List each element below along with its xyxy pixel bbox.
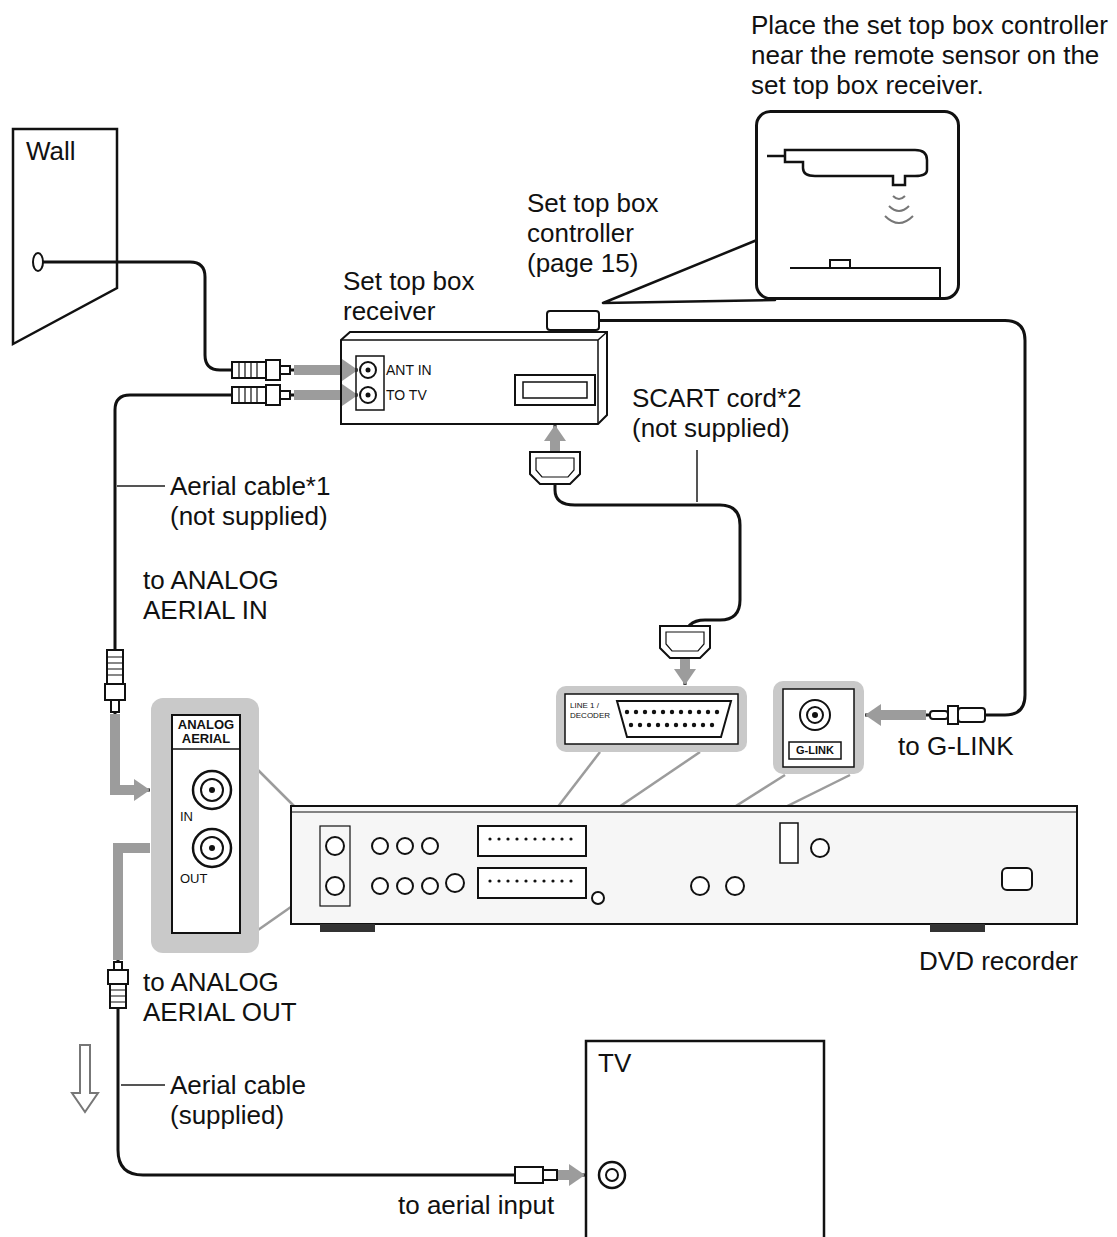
port-name: TO TV (386, 386, 427, 404)
wall: Wall (12, 128, 119, 346)
analog-aerial-inset: ANALOG AERIAL IN OUT (150, 697, 260, 954)
callout-note: Place the set top box controller near th… (751, 10, 1115, 100)
node-outline (755, 110, 960, 300)
set-top-box-receiver: Set top box receiverANT INTO TV (340, 330, 608, 425)
set-top-box-controller: Set top box controller (page 15) (546, 310, 600, 331)
callout-box: Place the set top box controller near th… (755, 110, 960, 300)
device-name: Set top box receiver (343, 266, 518, 326)
g-link-inset: G-LINK (772, 680, 865, 775)
scart-inset: LINE 1 / DECODER (555, 685, 748, 753)
cable-label: SCART cord*2 (not supplied) (632, 383, 822, 443)
node-outline (290, 798, 1078, 935)
label-leader-lines (117, 450, 697, 1085)
aerial-plug (105, 650, 125, 712)
panel-heading: ANALOG AERIAL (172, 718, 240, 746)
aerial-plug (232, 360, 290, 380)
socket-name: G-LINK (789, 743, 841, 757)
cable-label: to aerial input (398, 1190, 554, 1220)
cable-label: to G-LINK (898, 731, 1014, 761)
tv: TV (585, 1040, 825, 1237)
cable-label: to ANALOG AERIAL IN (143, 565, 323, 625)
cable-connector (119, 262, 358, 370)
node-outline (358, 385, 378, 405)
dvd-recorder: DVD recorder (290, 798, 1078, 935)
device-name: DVD recorder (919, 946, 1078, 976)
scart-plug (660, 626, 710, 658)
node-outline (546, 310, 600, 331)
cable-connector (555, 425, 740, 685)
device-name: Set top box controller (page 15) (527, 188, 682, 278)
device-name: TV (598, 1048, 631, 1078)
port-jack: TO TV (358, 385, 429, 405)
node-outline (340, 330, 608, 425)
socket-name: LINE 1 / DECODER (570, 701, 614, 721)
node-outline (358, 360, 378, 380)
wall-label: Wall (26, 136, 76, 166)
jack-name: IN (180, 809, 193, 824)
cable-label: to ANALOG AERIAL OUT (143, 967, 323, 1027)
aerial-plug (108, 962, 128, 1008)
cable-connector (600, 321, 1025, 716)
aerial-plug (232, 385, 290, 405)
scart-plug (530, 452, 580, 484)
jack-plug (930, 706, 985, 724)
node-outline (772, 680, 865, 775)
cable-label: Aerial cable (supplied) (170, 1070, 360, 1130)
port-name: ANT IN (386, 361, 432, 379)
direction-arrow (72, 1045, 98, 1112)
jack-name: OUT (180, 871, 207, 886)
cable-label: Aerial cable*1 (not supplied) (170, 471, 360, 531)
port-jack: ANT IN (358, 360, 434, 380)
aerial-plug (515, 1167, 557, 1183)
